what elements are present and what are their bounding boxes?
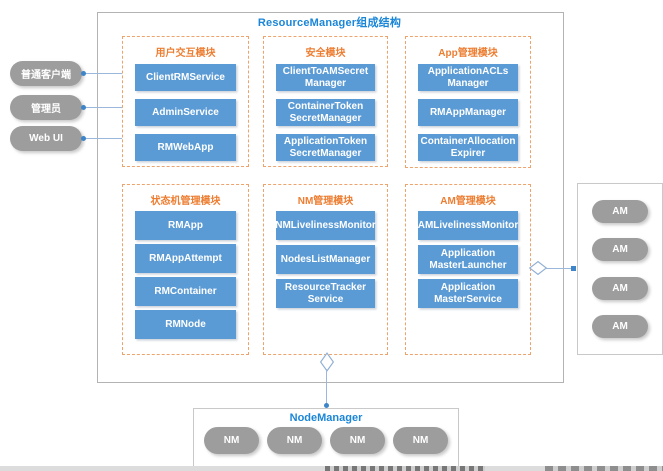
connector-dot-icon xyxy=(81,136,86,141)
component-rmwebapp: RMWebApp xyxy=(135,134,236,161)
connector-nm-line xyxy=(326,369,327,405)
actor-ordinary-client: 普通客户端 xyxy=(10,61,82,86)
connector-am-line xyxy=(545,268,573,269)
diagram-title: ResourceManager组成结构 xyxy=(257,17,402,29)
component-applicationaclsmanager: ApplicationACLs Manager xyxy=(418,64,518,91)
component-adminservice: AdminService xyxy=(135,99,236,126)
module-title: 状态机管理模块 xyxy=(150,196,221,207)
am-instance: AM xyxy=(592,315,648,339)
component-nmlivelinessmonitor: NMLivelinessMonitor xyxy=(275,211,376,240)
connector-webui-line xyxy=(84,138,135,139)
screen-edge-artifact xyxy=(325,466,485,471)
component-clientrmservice: ClientRMService xyxy=(135,64,236,91)
am-group-box: AM AM AM AM xyxy=(577,183,663,355)
actor-web-ui: Web UI xyxy=(10,126,82,151)
nodemanager-box: NodeManager NM NM NM NM xyxy=(193,408,459,467)
component-applicationtokensecretmanager: ApplicationToken SecretManager xyxy=(276,134,375,161)
module-title: 用户交互模块 xyxy=(155,48,216,59)
connector-dot-icon xyxy=(81,105,86,110)
component-nodeslistmanager: NodesListManager xyxy=(276,245,375,274)
component-applicationmasterlauncher: Application MasterLauncher xyxy=(418,245,518,274)
nm-instance: NM xyxy=(393,427,448,454)
am-instance: AM xyxy=(592,276,648,300)
nm-instance: NM xyxy=(267,427,322,454)
connector-dot-icon xyxy=(324,403,329,408)
module-nm-management: NM管理模块 NMLivelinessMonitor NodesListMana… xyxy=(263,184,388,355)
module-title: App管理模块 xyxy=(438,48,498,59)
connector-square-dot-icon xyxy=(571,266,576,271)
module-user-interaction: 用户交互模块 ClientRMService AdminService RMWe… xyxy=(122,36,249,167)
connector-dot-icon xyxy=(81,71,86,76)
module-am-management: AM管理模块 AMLivelinessMonitor Application M… xyxy=(405,184,531,355)
component-containerallocationexpirer: ContainerAllocation Expirer xyxy=(418,134,518,161)
connector-admin-line xyxy=(84,107,135,108)
component-rmappattempt: RMAppAttempt xyxy=(135,244,236,273)
nodemanager-title: NodeManager xyxy=(289,412,363,424)
am-instance: AM xyxy=(592,238,648,262)
component-containertokensecretmanager: ContainerToken SecretManager xyxy=(276,99,375,126)
nm-instance: NM xyxy=(204,427,259,454)
module-state-machine: 状态机管理模块 RMApp RMAppAttempt RMContainer R… xyxy=(122,184,249,355)
component-resourcetrackerservice: ResourceTracker Service xyxy=(276,279,375,308)
actor-administrator: 管理员 xyxy=(10,95,82,120)
component-clienttoamsecretmanager: ClientToAMSecret Manager xyxy=(276,64,375,91)
module-app-management: App管理模块 ApplicationACLs Manager RMAppMan… xyxy=(405,36,531,168)
module-title: AM管理模块 xyxy=(440,196,496,207)
component-amlivelinessmonitor: AMLivelinessMonitor xyxy=(418,211,518,240)
component-rmcontainer: RMContainer xyxy=(135,277,236,306)
connector-client-line xyxy=(84,73,135,74)
component-rmapp: RMApp xyxy=(135,211,236,240)
module-title: NM管理模块 xyxy=(297,196,354,207)
component-rmnode: RMNode xyxy=(135,310,236,339)
am-instance: AM xyxy=(592,199,648,223)
module-title: 安全模块 xyxy=(305,48,346,59)
screen-edge-artifact xyxy=(545,466,663,471)
nm-instance: NM xyxy=(330,427,385,454)
component-rmappmanager: RMAppManager xyxy=(418,99,518,126)
component-applicationmasterservice: Application MasterService xyxy=(418,279,518,308)
module-security: 安全模块 ClientToAMSecret Manager ContainerT… xyxy=(263,36,388,167)
